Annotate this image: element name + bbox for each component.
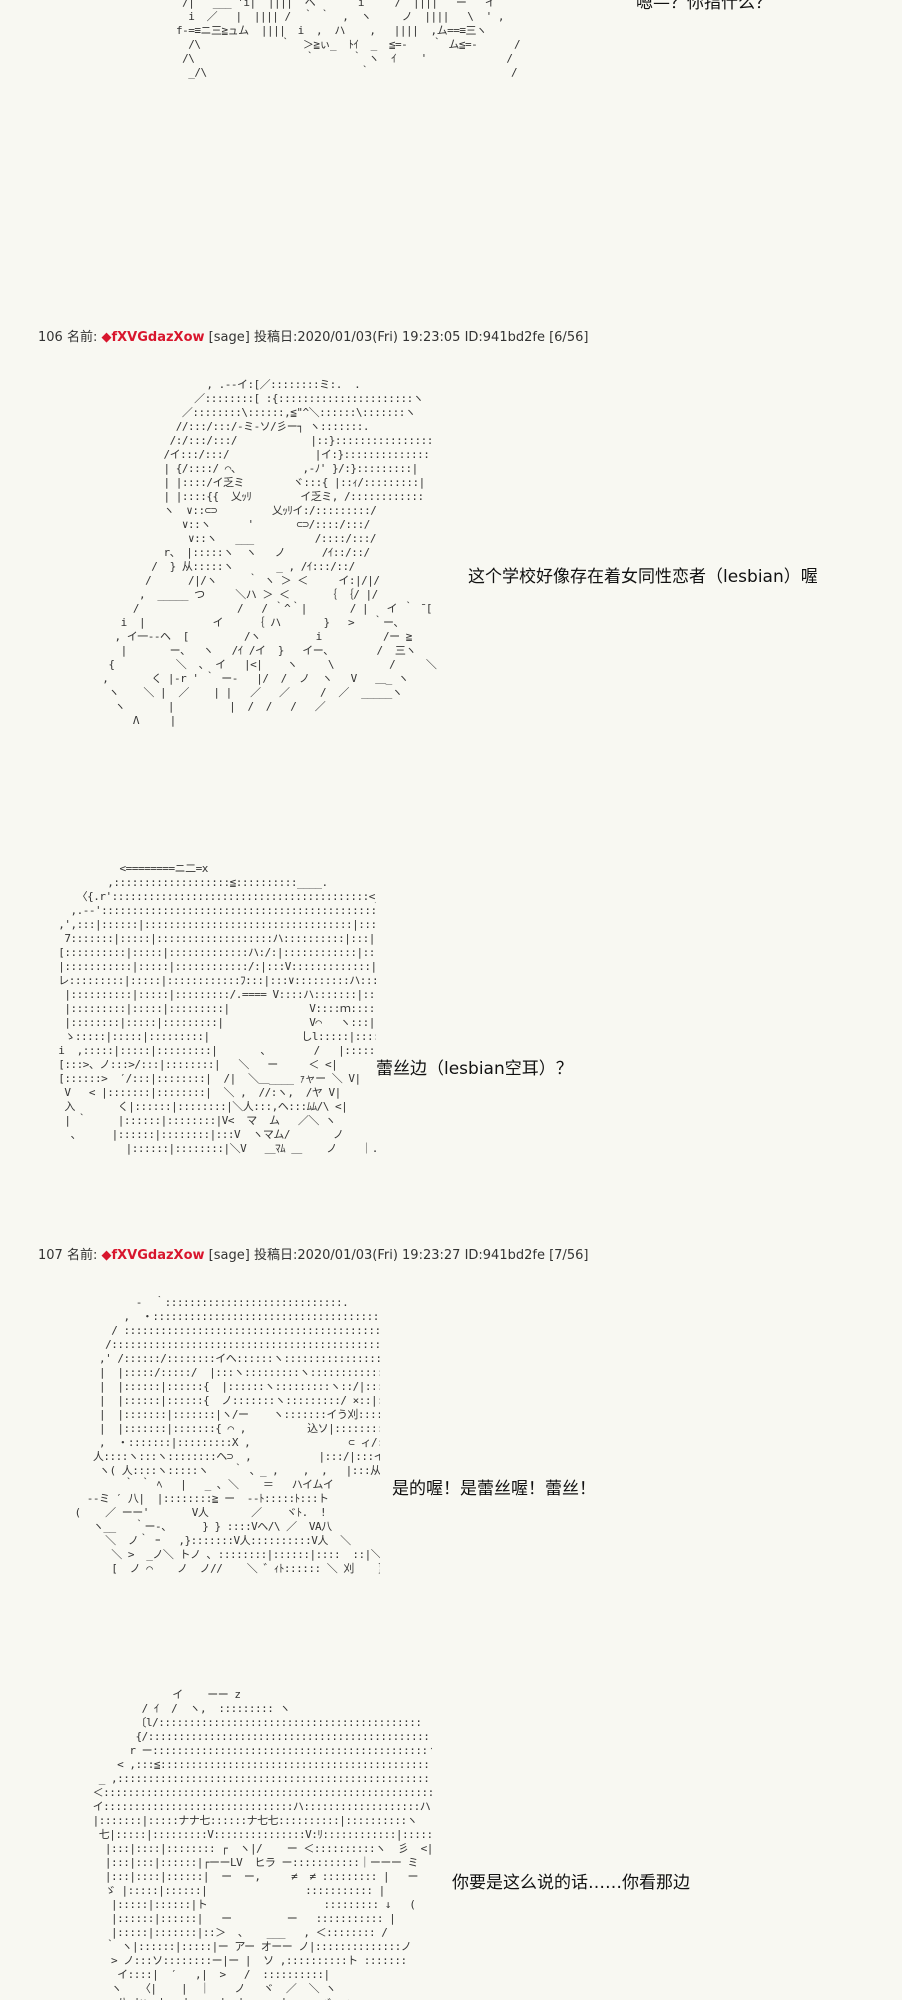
- ascii-art-girl-4: イ ーー z / ｲ / ヽ, ::::::::: ヽ 〔l/:::::::::…: [62, 1688, 432, 2000]
- post-datetime: 2020/01/03(Fri) 19:23:27: [297, 1248, 461, 1263]
- poster-id[interactable]: ID:941bd2fe: [464, 330, 545, 345]
- ascii-art-girl-4-text: イ ーー z / ｲ / ヽ, ::::::::: ヽ 〔l/:::::::::…: [92, 1688, 432, 2000]
- post-datetime: 2020/01/03(Fri) 19:23:05: [297, 330, 461, 345]
- sage-tag: [sage]: [208, 1248, 250, 1263]
- post-count: [7/56]: [549, 1248, 589, 1263]
- date-label: 投稿日:: [253, 1248, 298, 1263]
- dialogue-3: 蕾丝边（lesbian空耳）？: [376, 1059, 573, 1079]
- ascii-art-girl-2-text: <========ニ二=x ,:::::::::::::::::::≦:::::…: [58, 862, 376, 1155]
- post-number: 106: [38, 330, 63, 345]
- post-header-107: 107 名前: ◆fXVGdazXow [sage] 投稿日:2020/01/0…: [38, 1248, 588, 1264]
- post-count: [6/56]: [549, 330, 589, 345]
- dialogue-5: 你要是这么说的话……你看那边: [452, 1873, 690, 1893]
- ascii-art-girl-3: - ｀:::::::::::::::::::::::::::::. , ・:::…: [50, 1296, 380, 1626]
- sage-tag: [sage]: [208, 330, 250, 345]
- ascii-art-top-text: /| ___ 'i| |||| ヘ i / |||| ー イ i ／ | |||…: [176, 0, 521, 79]
- dialogue-4: 是的喔！是蕾丝喔！蕾丝！: [392, 1479, 596, 1499]
- name-label: 名前:: [66, 1248, 98, 1263]
- ascii-art-girl-1-text: , .-‐イ:[／::::::::ミ:. . ／::::::::[ :{::::…: [102, 378, 437, 727]
- name-label: 名前:: [66, 330, 98, 345]
- ascii-art-top: /| ___ 'i| |||| ヘ i / |||| ー イ i ／ | |||…: [176, 0, 596, 130]
- poster-trip[interactable]: ◆fXVGdazXow: [101, 330, 205, 345]
- ascii-art-girl-2: <========ニ二=x ,:::::::::::::::::::≦:::::…: [46, 862, 376, 1192]
- post-header-106: 106 名前: ◆fXVGdazXow [sage] 投稿日:2020/01/0…: [38, 330, 588, 346]
- post-number: 107: [38, 1248, 63, 1263]
- date-label: 投稿日:: [253, 330, 298, 345]
- dialogue-1: 嗯—？你指什么？: [636, 0, 772, 13]
- poster-trip[interactable]: ◆fXVGdazXow: [101, 1248, 205, 1263]
- ascii-art-girl-1: , .-‐イ:[／::::::::ミ:. . ／::::::::[ :{::::…: [90, 378, 510, 798]
- poster-id[interactable]: ID:941bd2fe: [464, 1248, 545, 1263]
- ascii-art-girl-3-text: - ｀:::::::::::::::::::::::::::::. , ・:::…: [74, 1296, 380, 1575]
- dialogue-2: 这个学校好像存在着女同性恋者（lesbian）喔: [468, 567, 818, 587]
